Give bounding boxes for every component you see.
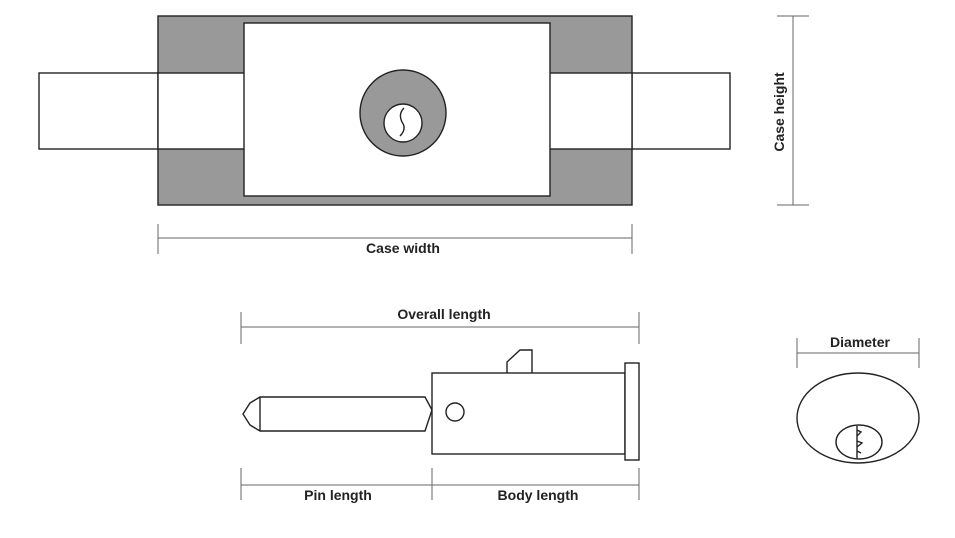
overall-length-label: Overall length xyxy=(397,306,490,322)
overall-length-dimension xyxy=(240,312,640,344)
diameter-dimension xyxy=(796,338,920,368)
case-height-label: Case height xyxy=(771,72,787,152)
cylinder-side-view xyxy=(242,349,640,461)
cam-tab xyxy=(506,349,533,373)
diameter-label: Diameter xyxy=(830,334,890,350)
pin-body-length-dimensions xyxy=(240,468,640,500)
pin-length-label: Pin length xyxy=(304,487,372,503)
cylinder-keyhole-icon xyxy=(359,69,447,157)
pin xyxy=(242,396,433,432)
cylinder-front-view xyxy=(796,372,920,464)
case-height-dimension xyxy=(777,15,809,206)
keyway-icon xyxy=(835,424,883,460)
case-width-label: Case width xyxy=(366,240,440,256)
bolt-right-through-case xyxy=(544,72,633,150)
cylinder-face xyxy=(796,372,920,464)
rim-lock-front-view xyxy=(38,15,731,206)
bolt-left-through-case xyxy=(157,72,249,150)
cylinder-flange xyxy=(624,362,640,461)
case-width-dimension xyxy=(157,224,633,254)
body-hole xyxy=(445,402,465,422)
body-length-label: Body length xyxy=(498,487,579,503)
